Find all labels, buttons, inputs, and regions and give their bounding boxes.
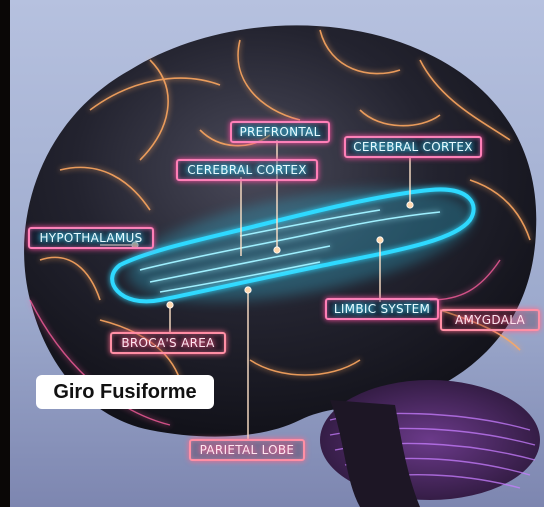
label-brocas-area: BROCA'S AREA xyxy=(110,332,226,354)
caption-box: Giro Fusiforme xyxy=(36,375,214,409)
label-hypothalamus: HYPOTHALAMUS xyxy=(28,227,154,249)
label-prefrontal: PREFRONTAL xyxy=(230,121,330,143)
label-parietal-lobe: PARIETAL LOBE xyxy=(189,439,305,461)
label-cerebral-cortex-mid: CEREBRAL CORTEX xyxy=(176,159,318,181)
label-limbic-system: LIMBIC SYSTEM xyxy=(325,298,439,320)
label-amygdala: AMYGDALA xyxy=(440,309,540,331)
left-border xyxy=(0,0,10,507)
label-cerebral-cortex-upper: CEREBRAL CORTEX xyxy=(344,136,482,158)
